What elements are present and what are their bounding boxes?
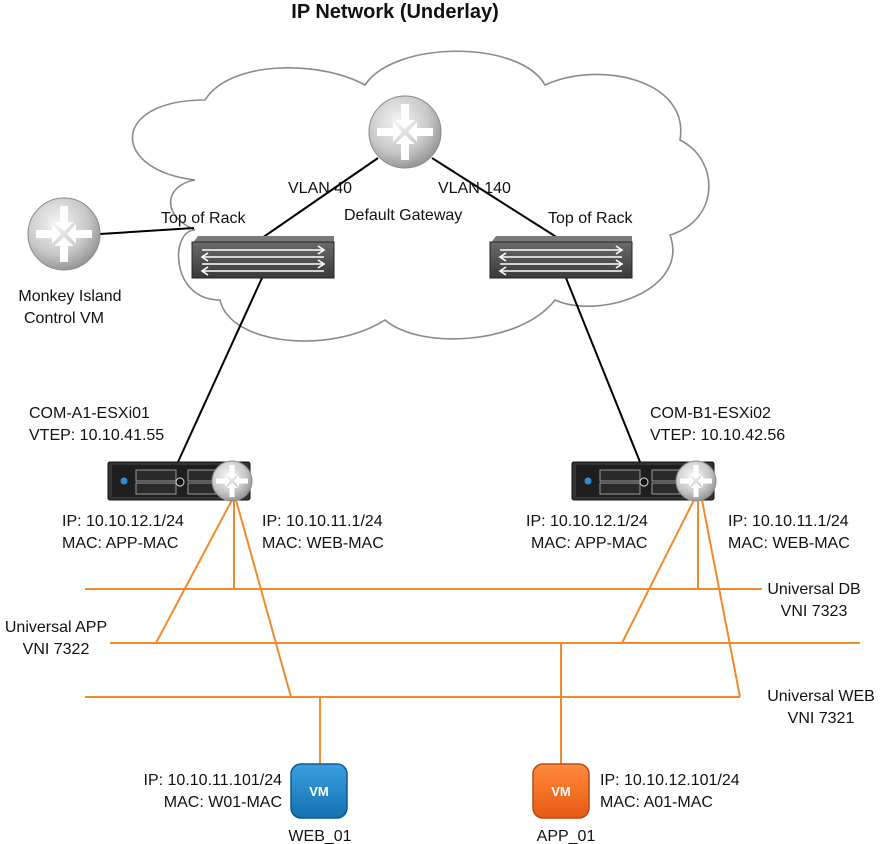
host-b-vtep: VTEP: 10.10.42.56 xyxy=(650,427,785,444)
host-a-lif-web-ip: IP: 10.10.11.1/24 xyxy=(262,513,383,530)
host-b-lif-app-ip: IP: 10.10.12.1/24 xyxy=(526,513,648,530)
host-a-lif-web-mac: MAC: WEB-MAC xyxy=(262,535,384,552)
link-tor-left-host-a xyxy=(177,277,263,463)
segment-db-vni: VNI 7323 xyxy=(781,603,848,620)
underlay-cloud xyxy=(131,50,710,342)
tor-left-label: Top of Rack xyxy=(161,210,246,227)
segment-app-vni: VNI 7322 xyxy=(23,641,90,658)
power-led-icon xyxy=(120,477,128,485)
host-a-lif-app xyxy=(155,499,233,644)
vm-app-01: VM xyxy=(532,763,590,819)
router-icon xyxy=(680,465,712,497)
host-a-lif-app-ip: IP: 10.10.12.1/24 xyxy=(62,513,184,530)
host-b-lif-web xyxy=(701,499,741,698)
tor-right-label: Top of Rack xyxy=(548,210,633,227)
host-a-lif-web xyxy=(235,499,292,698)
vm-web-name: WEB_01 xyxy=(288,828,351,844)
control-vm-label-line2: Control VM xyxy=(24,310,104,327)
segment-app-name: Universal APP xyxy=(5,619,107,636)
host-a-dlr-router xyxy=(211,460,253,502)
tor-switch-left xyxy=(191,236,335,279)
host-b-lif-app-mac: MAC: APP-MAC xyxy=(531,535,647,552)
vm-web-01: VM xyxy=(290,763,348,819)
host-a-vtep: VTEP: 10.10.41.55 xyxy=(29,427,164,444)
router-icon xyxy=(36,206,92,262)
vlan-right-label: VLAN 140 xyxy=(438,180,511,197)
switch-arrows-icon xyxy=(200,245,326,276)
segment-web-vni: VNI 7321 xyxy=(788,710,855,727)
segment-web-name: Universal WEB xyxy=(767,688,875,705)
segment-db-name: Universal DB xyxy=(767,581,860,598)
vm-app-mac: MAC: A01-MAC xyxy=(600,794,713,811)
link-controlvm-tor-left xyxy=(99,227,195,235)
vm-app-badge: VM xyxy=(551,784,571,799)
host-b-lif-web-mac: MAC: WEB-MAC xyxy=(728,535,850,552)
power-led-icon xyxy=(584,477,592,485)
host-a-lif-app-mac: MAC: APP-MAC xyxy=(62,535,178,552)
default-gateway-router xyxy=(368,95,442,169)
router-icon xyxy=(377,104,433,160)
host-b-lif-web-ip: IP: 10.10.11.1/24 xyxy=(728,513,849,530)
host-b-dlr-router xyxy=(675,460,717,502)
tor-switch-right xyxy=(489,236,633,279)
host-b-lif-app xyxy=(621,499,695,644)
link-gateway-tor-left xyxy=(261,157,379,239)
default-gateway-label: Default Gateway xyxy=(344,207,462,224)
host-a-name: COM-A1-ESXi01 xyxy=(29,405,150,422)
router-icon xyxy=(216,465,248,497)
control-vm-label-line1: Monkey Island xyxy=(18,288,121,305)
logical-switch-lines xyxy=(85,499,860,764)
link-gateway-tor-right xyxy=(431,157,559,239)
vm-web-mac: MAC: W01-MAC xyxy=(164,794,282,811)
switch-arrows-icon xyxy=(498,245,624,276)
host-b-name: COM-B1-ESXi02 xyxy=(650,405,771,422)
vm-app-ip: IP: 10.10.12.101/24 xyxy=(600,772,740,789)
vm-app-name: APP_01 xyxy=(537,828,596,844)
vm-web-ip: IP: 10.10.11.101/24 xyxy=(144,772,283,789)
vlan-left-label: VLAN 40 xyxy=(288,180,352,197)
underlay-links xyxy=(99,157,641,463)
control-vm-router xyxy=(27,197,101,271)
link-tor-right-host-b xyxy=(565,277,641,463)
diagram-title: IP Network (Underlay) xyxy=(291,1,498,23)
vm-web-badge: VM xyxy=(309,784,329,799)
